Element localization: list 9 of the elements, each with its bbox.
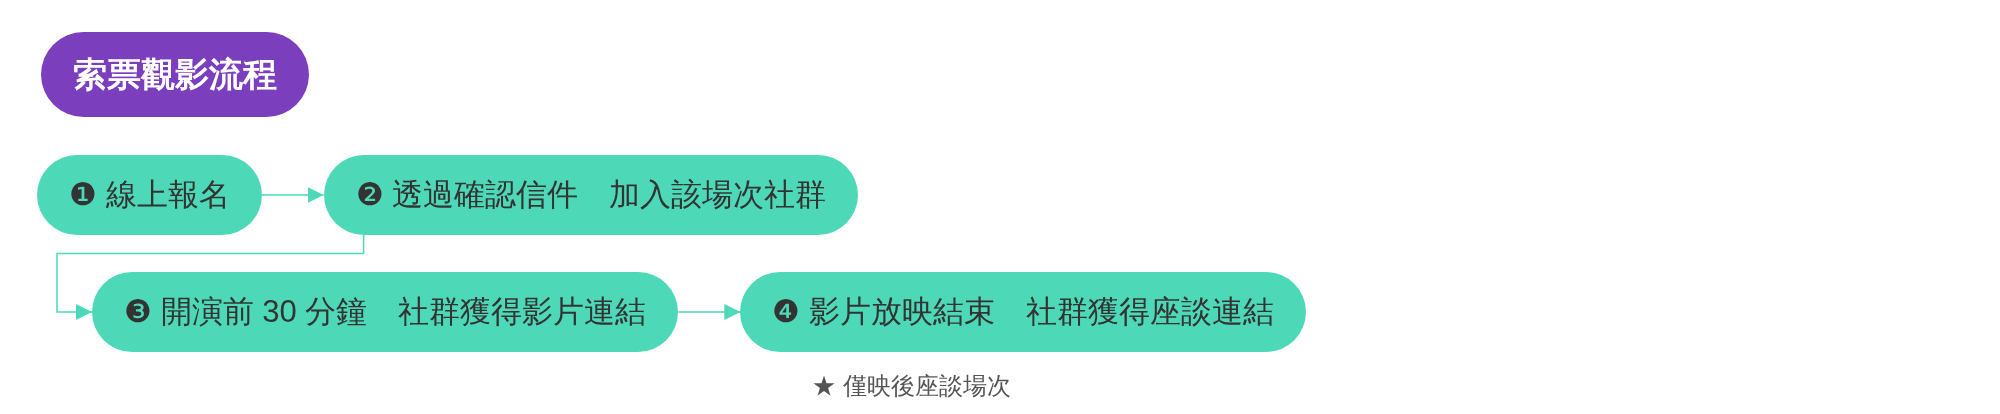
arrow bbox=[56, 234, 365, 320]
footnote: ★ 僅映後座談場次 bbox=[812, 371, 1011, 401]
arrow bbox=[677, 304, 742, 320]
step-text: ❶ 線上報名 bbox=[69, 175, 230, 214]
title-pill: 索票觀影流程 bbox=[41, 32, 309, 117]
step-text: ❸ 開演前 30 分鐘 社群獲得影片連結 bbox=[124, 292, 647, 331]
step-text: ❷ 透過確認信件 加入該場次社群 bbox=[355, 175, 827, 214]
step-text: ❹ 影片放映結束 社群獲得座談連結 bbox=[772, 292, 1274, 331]
arrow bbox=[260, 187, 325, 203]
